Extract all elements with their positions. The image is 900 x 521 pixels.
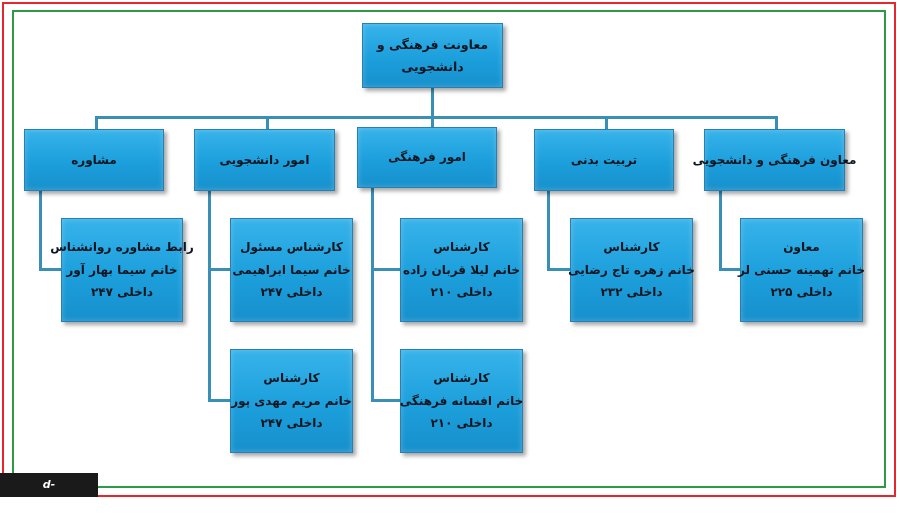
staff-role: معاون — [783, 239, 820, 254]
staff-box-farhangi-1: کارشناس خانم لیلا قربان زاده داخلی ۲۱۰ — [400, 218, 523, 322]
staff-role: رابط مشاوره روانشناس — [50, 239, 194, 254]
dept-title: امور فرهنگی — [388, 150, 466, 165]
staff-name: خانم افسانه فرهنگی — [399, 393, 524, 408]
staff-box-moshavere: رابط مشاوره روانشناس خانم سیما بهار آور … — [50, 218, 194, 322]
dept-tarbiat-badani: تربیت بدنی — [534, 129, 674, 191]
staff-box-farhangi-2: کارشناس خانم افسانه فرهنگی داخلی ۲۱۰ — [400, 349, 523, 453]
inner-frame — [12, 10, 886, 488]
dept-moaven: معاون فرهنگی و دانشجویی — [693, 129, 856, 191]
staff-extension: داخلی ۲۱۰ — [430, 285, 493, 300]
staff-name: خانم سیما ابراهیمی — [232, 262, 351, 277]
root-title-line2: دانشجویی — [401, 58, 464, 74]
dept-title: امور دانشجویی — [219, 152, 310, 167]
staff-role: کارشناس — [263, 370, 320, 385]
staff-role: کارشناس — [433, 239, 490, 254]
staff-extension: داخلی ۲۴۷ — [260, 285, 323, 300]
staff-role: کارشناس — [433, 370, 490, 385]
staff-name: خانم لیلا قربان زاده — [403, 262, 520, 277]
dept-farhangi: امور فرهنگی — [357, 127, 497, 188]
staff-name: خانم تهمینه حسنی لر — [737, 262, 866, 277]
root-title-line1: معاونت فرهنگی و — [376, 37, 489, 53]
staff-box-moaven: معاون خانم تهمینه حسنی لر داخلی ۲۲۵ — [737, 218, 866, 322]
staff-extension: داخلی ۲۱۰ — [430, 416, 493, 431]
staff-box-tarbiat: کارشناس خانم زهره تاج رضایی داخلی ۲۳۲ — [568, 218, 695, 322]
staff-extension: داخلی ۲۴۷ — [90, 285, 154, 300]
dept-title: معاون فرهنگی و دانشجویی — [692, 152, 857, 167]
staff-extension: داخلی ۲۳۲ — [600, 285, 663, 300]
dept-title: تربیت بدنی — [570, 152, 638, 167]
staff-name: خانم زهره تاج رضایی — [568, 262, 695, 277]
root-box: معاونت فرهنگی و دانشجویی — [362, 23, 503, 88]
dept-title: مشاوره — [71, 152, 117, 167]
staff-name: خانم مریم مهدی پور — [231, 393, 352, 408]
staff-extension: داخلی ۲۲۵ — [770, 285, 833, 300]
staff-box-daneshjooyi-1: کارشناس مسئول خانم سیما ابراهیمی داخلی ۲… — [230, 218, 353, 322]
dept-moshavere: مشاوره — [24, 129, 164, 191]
staff-box-daneshjooyi-2: کارشناس خانم مریم مهدی پور داخلی ۲۴۷ — [230, 349, 353, 453]
dept-daneshjooyi: امور دانشجویی — [194, 129, 335, 191]
staff-extension: داخلی ۲۴۷ — [260, 416, 323, 431]
site-watermark: d-tabriz.tvu.ac.ir — [0, 473, 98, 515]
outer-frame — [2, 2, 896, 497]
staff-name: خانم سیما بهار آور — [66, 262, 178, 277]
staff-role: کارشناس مسئول — [240, 239, 343, 254]
staff-role: کارشناس — [603, 239, 660, 254]
